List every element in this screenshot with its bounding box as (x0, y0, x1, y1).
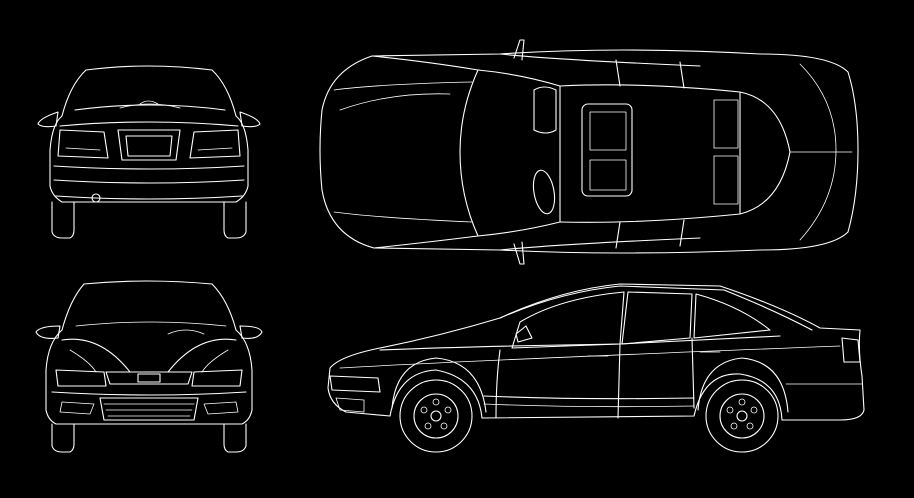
car-top-view-icon (319, 39, 859, 265)
car-rear-view-icon (37, 65, 261, 239)
car-side-view-icon (327, 283, 865, 453)
car-front-view-icon (35, 280, 263, 453)
